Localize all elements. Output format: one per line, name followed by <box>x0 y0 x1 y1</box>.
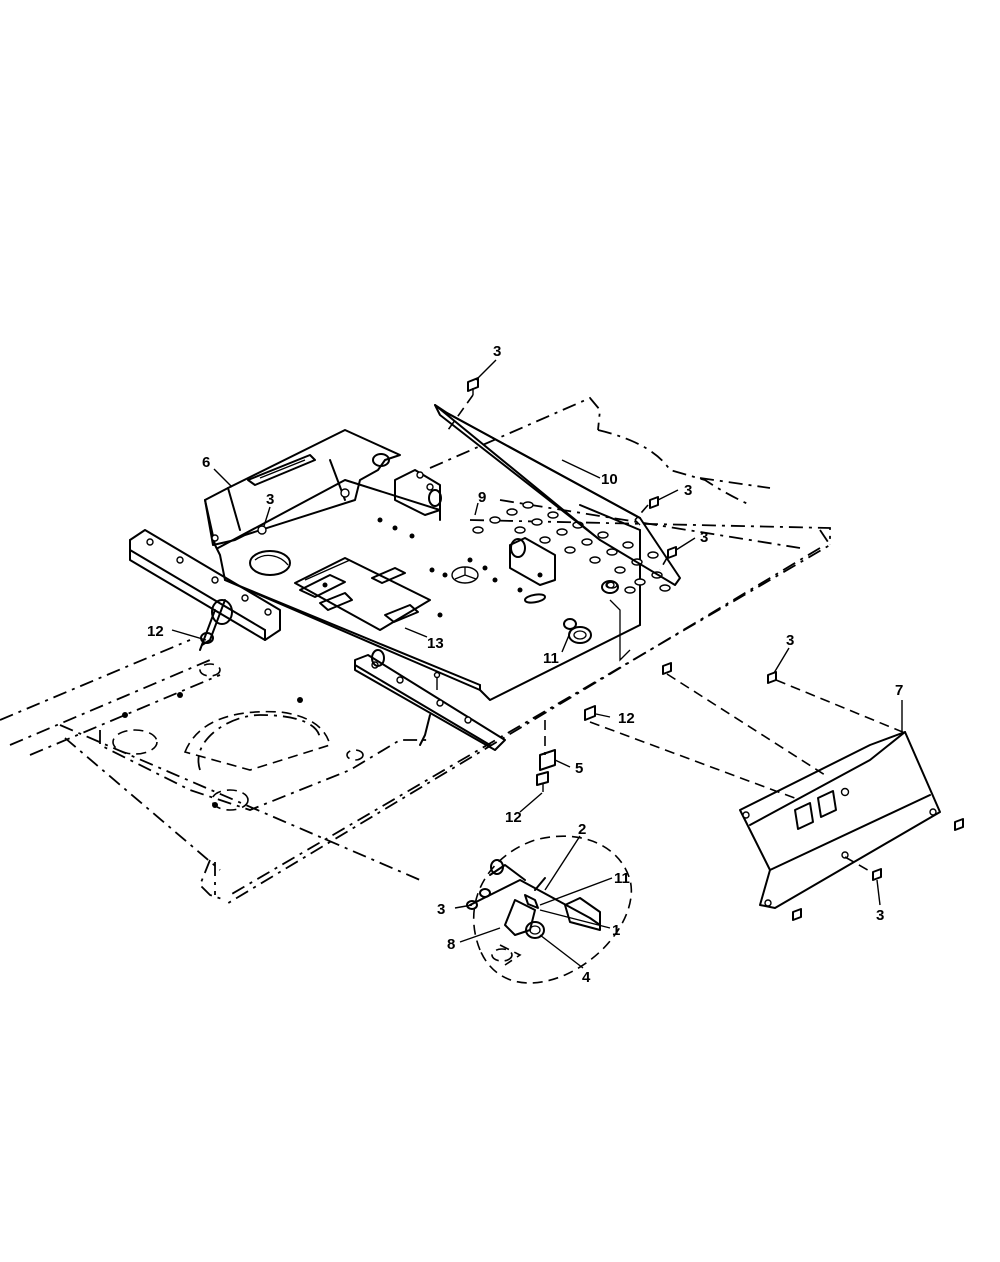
callout-3: 3 <box>266 491 274 508</box>
side-panel <box>739 731 941 909</box>
callout-12: 12 <box>618 710 635 727</box>
callout-12: 12 <box>505 809 522 826</box>
callout-2: 2 <box>578 821 586 838</box>
seat-plate <box>294 557 431 631</box>
callout-7: 7 <box>895 682 903 699</box>
tank-cover <box>204 429 401 546</box>
callout-5: 5 <box>575 760 583 777</box>
callout-11: 11 <box>614 870 630 887</box>
callout-3: 3 <box>786 632 794 649</box>
fasteners <box>200 377 964 921</box>
rear-angle-bracket <box>354 649 506 751</box>
hole-pattern <box>472 501 671 594</box>
callout-4: 4 <box>582 969 591 986</box>
callout-1: 1 <box>612 922 620 939</box>
callout-3: 3 <box>684 482 692 499</box>
callout-labels: 3 6 3 10 9 3 3 12 13 11 3 7 12 5 12 2 11… <box>147 343 903 986</box>
callout-12: 12 <box>147 623 164 640</box>
center-tri-opening <box>451 566 479 584</box>
callout-8: 8 <box>447 936 455 953</box>
phantom-frame <box>0 396 832 906</box>
callout-10: 10 <box>601 471 618 488</box>
callout-3: 3 <box>493 343 501 360</box>
front-angle-bracket <box>129 529 281 651</box>
mount-brackets <box>372 453 619 594</box>
callout-3: 3 <box>437 901 445 918</box>
leader-lines <box>171 359 903 969</box>
callout-3: 3 <box>700 529 708 546</box>
callout-13: 13 <box>427 635 444 652</box>
detail-inset <box>466 835 633 984</box>
callout-6: 6 <box>202 454 210 471</box>
callout-9: 9 <box>478 489 486 506</box>
callout-3: 3 <box>876 907 884 924</box>
main-frame-plate <box>214 479 671 701</box>
rear-panel <box>434 404 681 589</box>
callout-11: 11 <box>543 650 559 667</box>
